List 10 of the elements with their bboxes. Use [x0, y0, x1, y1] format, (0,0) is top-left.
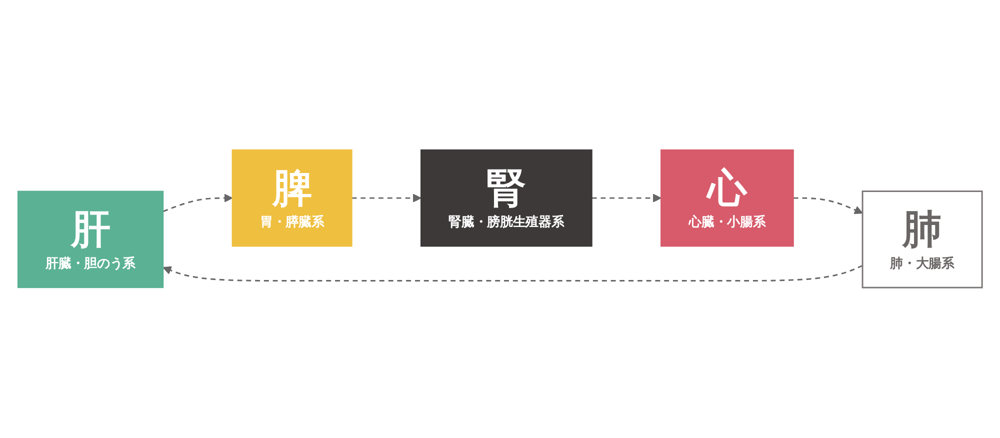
node-box: 腎 腎臓・膀胱生殖器系 — [420, 150, 592, 247]
node-box: 心 心臓・小腸系 — [660, 150, 794, 247]
node-box: 肝 肝臓・胆のう系 — [17, 191, 164, 288]
arrow — [162, 194, 233, 212]
arrow — [592, 194, 662, 203]
arrow — [352, 194, 422, 203]
node-box: 脾 胃・膵臓系 — [232, 150, 352, 247]
node-box: 肺 肺・大腸系 — [862, 190, 983, 289]
arrow — [162, 265, 863, 282]
arrow — [793, 198, 863, 214]
